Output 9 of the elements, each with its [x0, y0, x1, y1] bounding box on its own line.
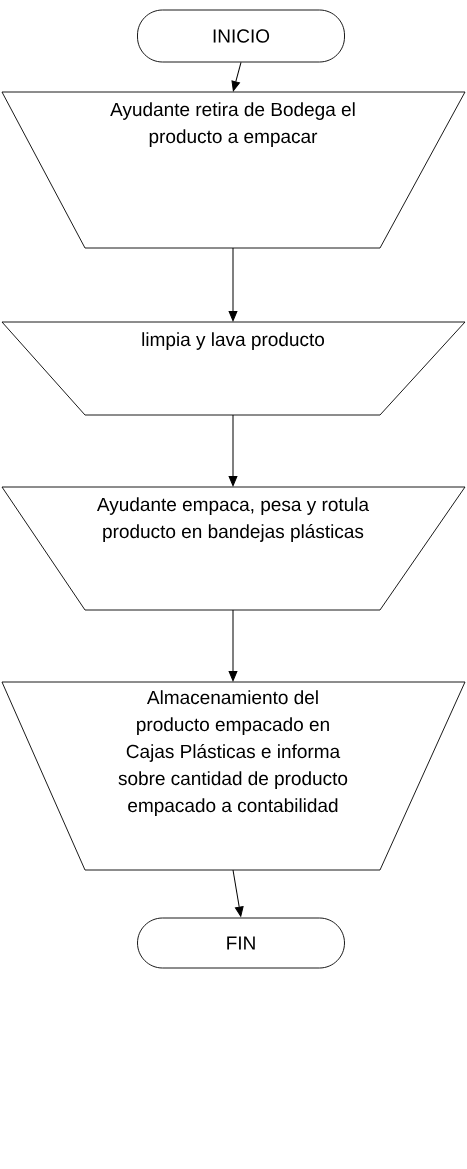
- arrow: [232, 869, 244, 917]
- manual-operation-trapezoid: Almacenamiento del producto empacado en Cajas Plásticas e informa sobre cantidad de producto empacado a contabilidad: [1, 681, 466, 871]
- manual-operation-trapezoid: Ayudante retira de Bodega el producto a empacar: [1, 91, 466, 249]
- arrow: [228, 609, 238, 682]
- manual-operation-trapezoid: limpia y lava producto: [1, 321, 466, 416]
- arrow: [228, 247, 238, 322]
- arrow: [228, 414, 238, 487]
- manual-operation-trapezoid: Ayudante empaca, pesa y rotula producto en bandejas plásticas: [1, 486, 466, 611]
- arrow: [231, 61, 242, 92]
